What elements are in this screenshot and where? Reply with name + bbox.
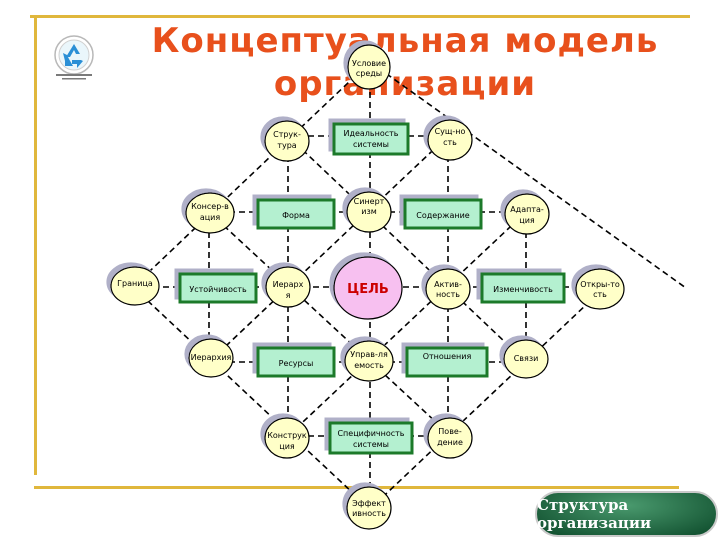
- box-ustoychivost-label: Устойчивость: [189, 285, 247, 294]
- box-resursy-label: Ресурсы: [279, 359, 314, 368]
- left-rule: [34, 15, 37, 475]
- node-struktura: Струк- тура: [264, 120, 310, 162]
- node-sushch-line2: сть: [443, 138, 457, 147]
- box-idealnost-line2: системы: [353, 140, 389, 149]
- node-aktivnost-line2: ность: [436, 290, 460, 299]
- box-idealnost-line1: Идеальность: [343, 129, 398, 138]
- bottom-rule: [34, 486, 679, 489]
- box-spetsifichnost-line2: системы: [353, 440, 389, 449]
- node-otkrytost-line2: сть: [593, 290, 607, 299]
- recycle-icon: [54, 35, 94, 80]
- box-spetsifichnost: Специфичность системы: [328, 421, 414, 455]
- node-usloviya: Условие среды: [347, 44, 391, 90]
- section-badge-label: Структура организации: [537, 496, 652, 532]
- node-adaptatsiya: Адапта- ция: [504, 193, 550, 235]
- top-rule: [30, 15, 690, 18]
- node-ierarkhiya-label: Иерархия: [191, 353, 232, 362]
- box-izmenchivost-label: Изменчивость: [493, 285, 553, 294]
- node-aktivnost-line1: Актив-: [434, 280, 462, 289]
- node-sinergizm: Синерт изм: [346, 191, 392, 233]
- box-soderzhanie-label: Содержание: [416, 211, 470, 220]
- node-usloviya-line1: Условие: [352, 59, 386, 68]
- node-otkrytost-line1: Откры-то: [580, 280, 620, 289]
- node-sushch-line1: Сущ-но: [435, 127, 466, 136]
- node-otkrytost: Откры-то сть: [575, 268, 625, 310]
- node-upravlyaemost-line1: Управ-ля: [350, 350, 388, 359]
- node-upravlyaemost: Управ-ля емость: [344, 340, 394, 382]
- node-aktivnost: Актив- ность: [425, 268, 471, 310]
- page-title: Концептуальная модель организации: [151, 21, 659, 104]
- node-svyazi: Связи: [503, 339, 549, 379]
- node-povedenie-line1: Пове-: [438, 427, 462, 436]
- node-konserv-line1: Консер-в: [191, 202, 229, 211]
- node-struktura-line1: Струк-: [273, 130, 301, 139]
- node-ierarkhiya-top: Иерарх я: [265, 266, 311, 308]
- node-struktura-line2: тура: [277, 141, 296, 150]
- box-spetsifichnost-line1: Специфичность: [337, 429, 404, 438]
- node-sinergizm-line1: Синерт: [354, 197, 385, 206]
- node-upravlyaemost-line2: емость: [354, 361, 384, 370]
- node-konserv-line2: ация: [200, 213, 221, 222]
- box-otnosheniya: Отношения: [405, 346, 489, 378]
- node-svyazi-label: Связи: [514, 354, 539, 363]
- node-povedenie-line2: дение: [437, 438, 463, 447]
- node-konserv: Консер-в ация: [185, 192, 235, 234]
- box-ustoychivost: Устойчивость: [178, 272, 258, 304]
- node-konstruktsiya-line2: ция: [279, 442, 295, 451]
- node-tsel: ЦЕЛЬ: [333, 256, 403, 320]
- node-granitsa: Граница: [110, 266, 160, 306]
- node-usloviya-line2: среды: [356, 69, 382, 78]
- node-ierarkhiya-top-line2: я: [286, 291, 291, 300]
- box-idealnost: Идеальность системы: [332, 122, 410, 156]
- box-resursy: Ресурсы: [256, 346, 336, 378]
- node-ierarkhiya: Иерархия: [188, 338, 234, 378]
- section-badge[interactable]: Структура организации: [535, 491, 718, 537]
- box-soderzhanie: Содержание: [403, 198, 483, 230]
- node-granitsa-label: Граница: [117, 279, 153, 288]
- node-tsel-label: ЦЕЛЬ: [347, 282, 389, 297]
- box-otnosheniya-label: Отношения: [423, 352, 472, 361]
- node-sinergizm-line2: изм: [361, 207, 377, 216]
- box-izmenchivost: Изменчивость: [480, 272, 566, 304]
- node-konstruktsiya-line1: Конструк: [267, 431, 307, 440]
- node-sushch: Сущ-но сть: [427, 119, 473, 161]
- node-adaptatsiya-line1: Адапта-: [510, 205, 544, 214]
- node-effektivnost: Эффект ивность: [346, 486, 392, 530]
- node-povedenie: Пове- дение: [427, 417, 473, 459]
- box-forma: Форма: [256, 198, 336, 230]
- box-forma-label: Форма: [282, 211, 310, 220]
- node-effektivnost-line2: ивность: [352, 509, 386, 518]
- node-konstruktsiya: Конструк ция: [264, 417, 310, 459]
- node-adaptatsiya-line2: ция: [519, 216, 535, 225]
- node-effektivnost-line1: Эффект: [352, 499, 386, 508]
- node-ierarkhiya-top-line1: Иерарх: [273, 280, 304, 289]
